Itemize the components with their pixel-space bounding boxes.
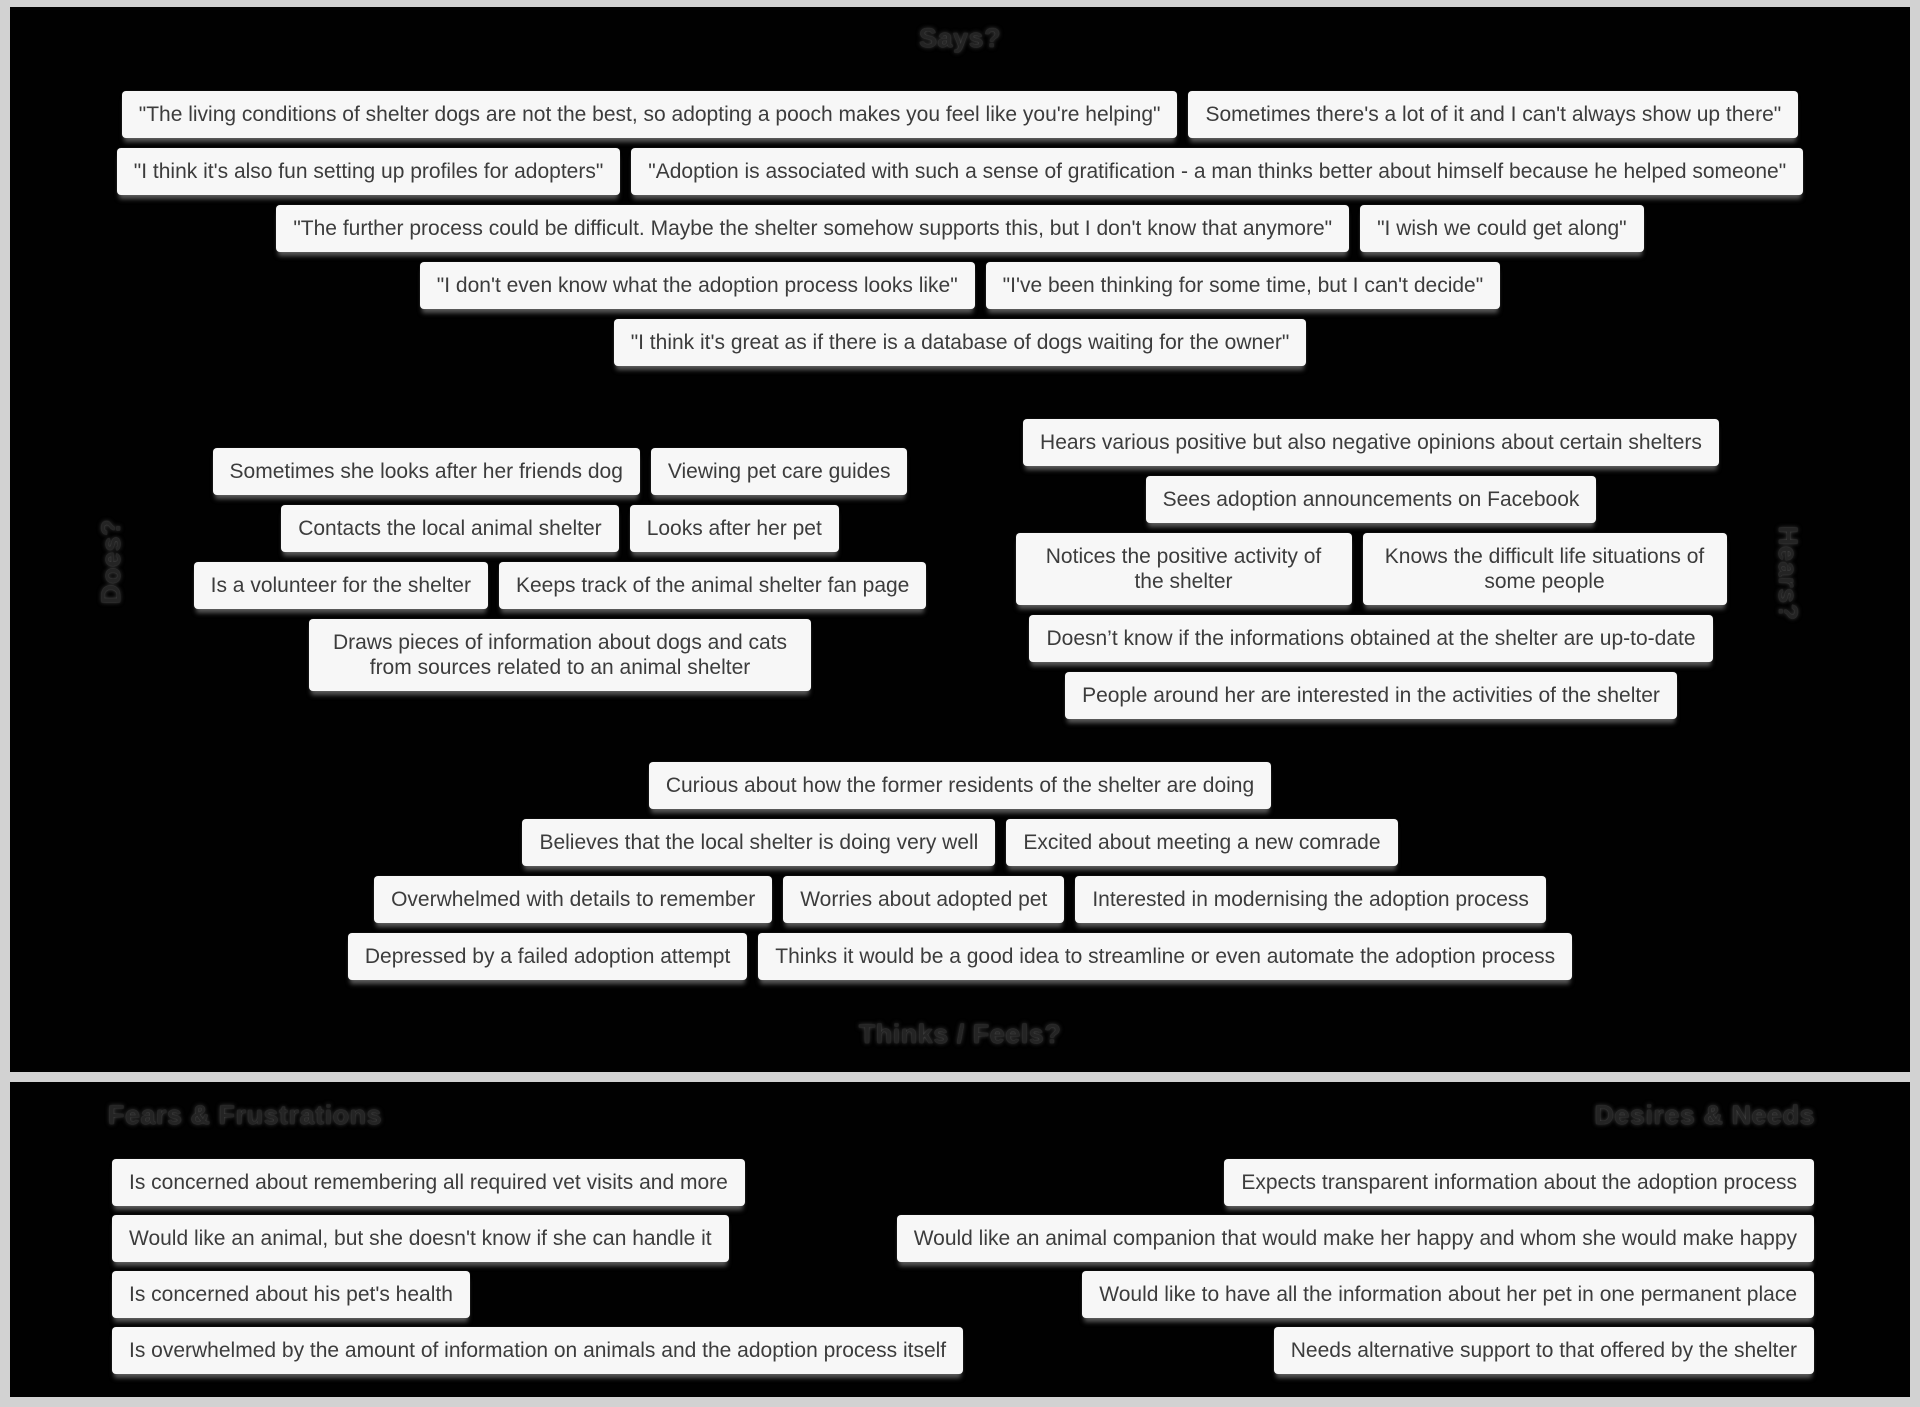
sticky-note[interactable]: Sometimes she looks after her friends do…: [212, 448, 640, 495]
card-row: Expects transparent information about th…: [1224, 1159, 1814, 1206]
card-row: "The further process could be difficult.…: [276, 205, 1644, 252]
sticky-note[interactable]: Depressed by a failed adoption attempt: [347, 933, 748, 980]
card-row: Draws pieces of information about dogs a…: [309, 619, 811, 691]
card-row: Hears various positive but also negative…: [1023, 419, 1719, 466]
sticky-note[interactable]: Excited about meeting a new comrade: [1006, 819, 1398, 866]
sticky-note[interactable]: "The living conditions of shelter dogs a…: [121, 91, 1178, 138]
does-section-label: Does?: [96, 519, 126, 605]
sticky-note[interactable]: "I think it's also fun setting up profil…: [116, 148, 621, 195]
sticky-note[interactable]: Knows the difficult life situations of s…: [1362, 533, 1727, 605]
card-row: "The living conditions of shelter dogs a…: [121, 91, 1799, 138]
fears-frustrations-cards: Is concerned about remembering all requi…: [112, 1159, 964, 1374]
card-row: Is overwhelmed by the amount of informat…: [112, 1327, 964, 1374]
hears-section-label: Hears?: [1773, 526, 1803, 621]
sticky-note[interactable]: Hears various positive but also negative…: [1023, 419, 1719, 466]
sticky-note[interactable]: Contacts the local animal shelter: [281, 505, 619, 552]
sticky-note[interactable]: Is overwhelmed by the amount of informat…: [112, 1327, 964, 1374]
says-section-label: Says?: [918, 23, 1002, 53]
sticky-note[interactable]: People around her are interested in the …: [1065, 672, 1677, 719]
sticky-note[interactable]: "I've been thinking for some time, but I…: [985, 262, 1501, 309]
sticky-note[interactable]: "I wish we could get along": [1360, 205, 1644, 252]
card-row: People around her are interested in the …: [1065, 672, 1677, 719]
sticky-note[interactable]: "I don't even know what the adoption pro…: [419, 262, 975, 309]
sticky-note[interactable]: Keeps track of the animal shelter fan pa…: [498, 562, 927, 609]
sticky-note[interactable]: Doesn’t know if the informations obtaine…: [1029, 615, 1713, 662]
sticky-note[interactable]: Thinks it would be a good idea to stream…: [758, 933, 1573, 980]
thinks-feels-section-label: Thinks / Feels?: [858, 1019, 1062, 1049]
thinks-feels-cards: Curious about how the former residents o…: [10, 762, 1910, 980]
card-row: "I think it's great as if there is a dat…: [613, 319, 1307, 366]
sticky-note[interactable]: Interested in modernising the adoption p…: [1075, 876, 1546, 923]
sticky-note[interactable]: Sees adoption announcements on Facebook: [1145, 476, 1597, 523]
sticky-note[interactable]: "The further process could be difficult.…: [276, 205, 1350, 252]
card-row: Would like an animal, but she doesn't kn…: [112, 1215, 729, 1262]
card-row: Believes that the local shelter is doing…: [522, 819, 1398, 866]
desires-needs-section-label: Desires & Needs: [1594, 1100, 1815, 1130]
card-row: "I think it's also fun setting up profil…: [116, 148, 1804, 195]
sticky-note[interactable]: Would like an animal, but she doesn't kn…: [112, 1215, 729, 1262]
card-row: Would like an animal companion that woul…: [896, 1215, 1814, 1262]
sticky-note[interactable]: Overwhelmed with details to remember: [374, 876, 773, 923]
sticky-note[interactable]: Notices the positive activity of the she…: [1015, 533, 1352, 605]
fears-frustrations-section-label: Fears & Frustrations: [108, 1100, 383, 1130]
desires-needs-cards: Expects transparent information about th…: [896, 1159, 1814, 1374]
card-row: Doesn’t know if the informations obtaine…: [1029, 615, 1713, 662]
empathy-map-bottom-panel: Fears & Frustrations Desires & Needs Is …: [10, 1082, 1910, 1397]
sticky-note[interactable]: Worries about adopted pet: [783, 876, 1065, 923]
sticky-note[interactable]: Would like an animal companion that woul…: [896, 1215, 1814, 1262]
card-row: Needs alternative support to that offere…: [1273, 1327, 1814, 1374]
sticky-note[interactable]: "Adoption is associated with such a sens…: [631, 148, 1804, 195]
sticky-note[interactable]: Draws pieces of information about dogs a…: [309, 619, 811, 691]
does-cards: Sometimes she looks after her friends do…: [160, 448, 960, 691]
sticky-note[interactable]: Sometimes there's a lot of it and I can'…: [1188, 91, 1799, 138]
empathy-map-top-panel: Says? Does? Hears? Thinks / Feels? "The …: [10, 7, 1910, 1072]
sticky-note[interactable]: Is a volunteer for the shelter: [193, 562, 488, 609]
sticky-note[interactable]: Curious about how the former residents o…: [648, 762, 1272, 809]
says-cards: "The living conditions of shelter dogs a…: [10, 91, 1910, 366]
sticky-note[interactable]: Believes that the local shelter is doing…: [522, 819, 996, 866]
card-row: Would like to have all the information a…: [1082, 1271, 1814, 1318]
card-row: Sees adoption announcements on Facebook: [1145, 476, 1597, 523]
card-row: Sometimes she looks after her friends do…: [212, 448, 908, 495]
sticky-note[interactable]: Would like to have all the information a…: [1082, 1271, 1814, 1318]
sticky-note[interactable]: Needs alternative support to that offere…: [1273, 1327, 1814, 1374]
card-row: Is concerned about remembering all requi…: [112, 1159, 745, 1206]
card-row: "I don't even know what the adoption pro…: [419, 262, 1501, 309]
sticky-note[interactable]: "I think it's great as if there is a dat…: [613, 319, 1307, 366]
sticky-note[interactable]: Is concerned about his pet's health: [112, 1271, 470, 1318]
sticky-note[interactable]: Expects transparent information about th…: [1224, 1159, 1814, 1206]
card-row: Is concerned about his pet's health: [112, 1271, 470, 1318]
card-row: Curious about how the former residents o…: [648, 762, 1272, 809]
hears-cards: Hears various positive but also negative…: [991, 419, 1751, 719]
sticky-note[interactable]: Viewing pet care guides: [650, 448, 908, 495]
card-row: Notices the positive activity of the she…: [1015, 533, 1727, 605]
sticky-note[interactable]: Looks after her pet: [629, 505, 839, 552]
sticky-note[interactable]: Is concerned about remembering all requi…: [112, 1159, 745, 1206]
